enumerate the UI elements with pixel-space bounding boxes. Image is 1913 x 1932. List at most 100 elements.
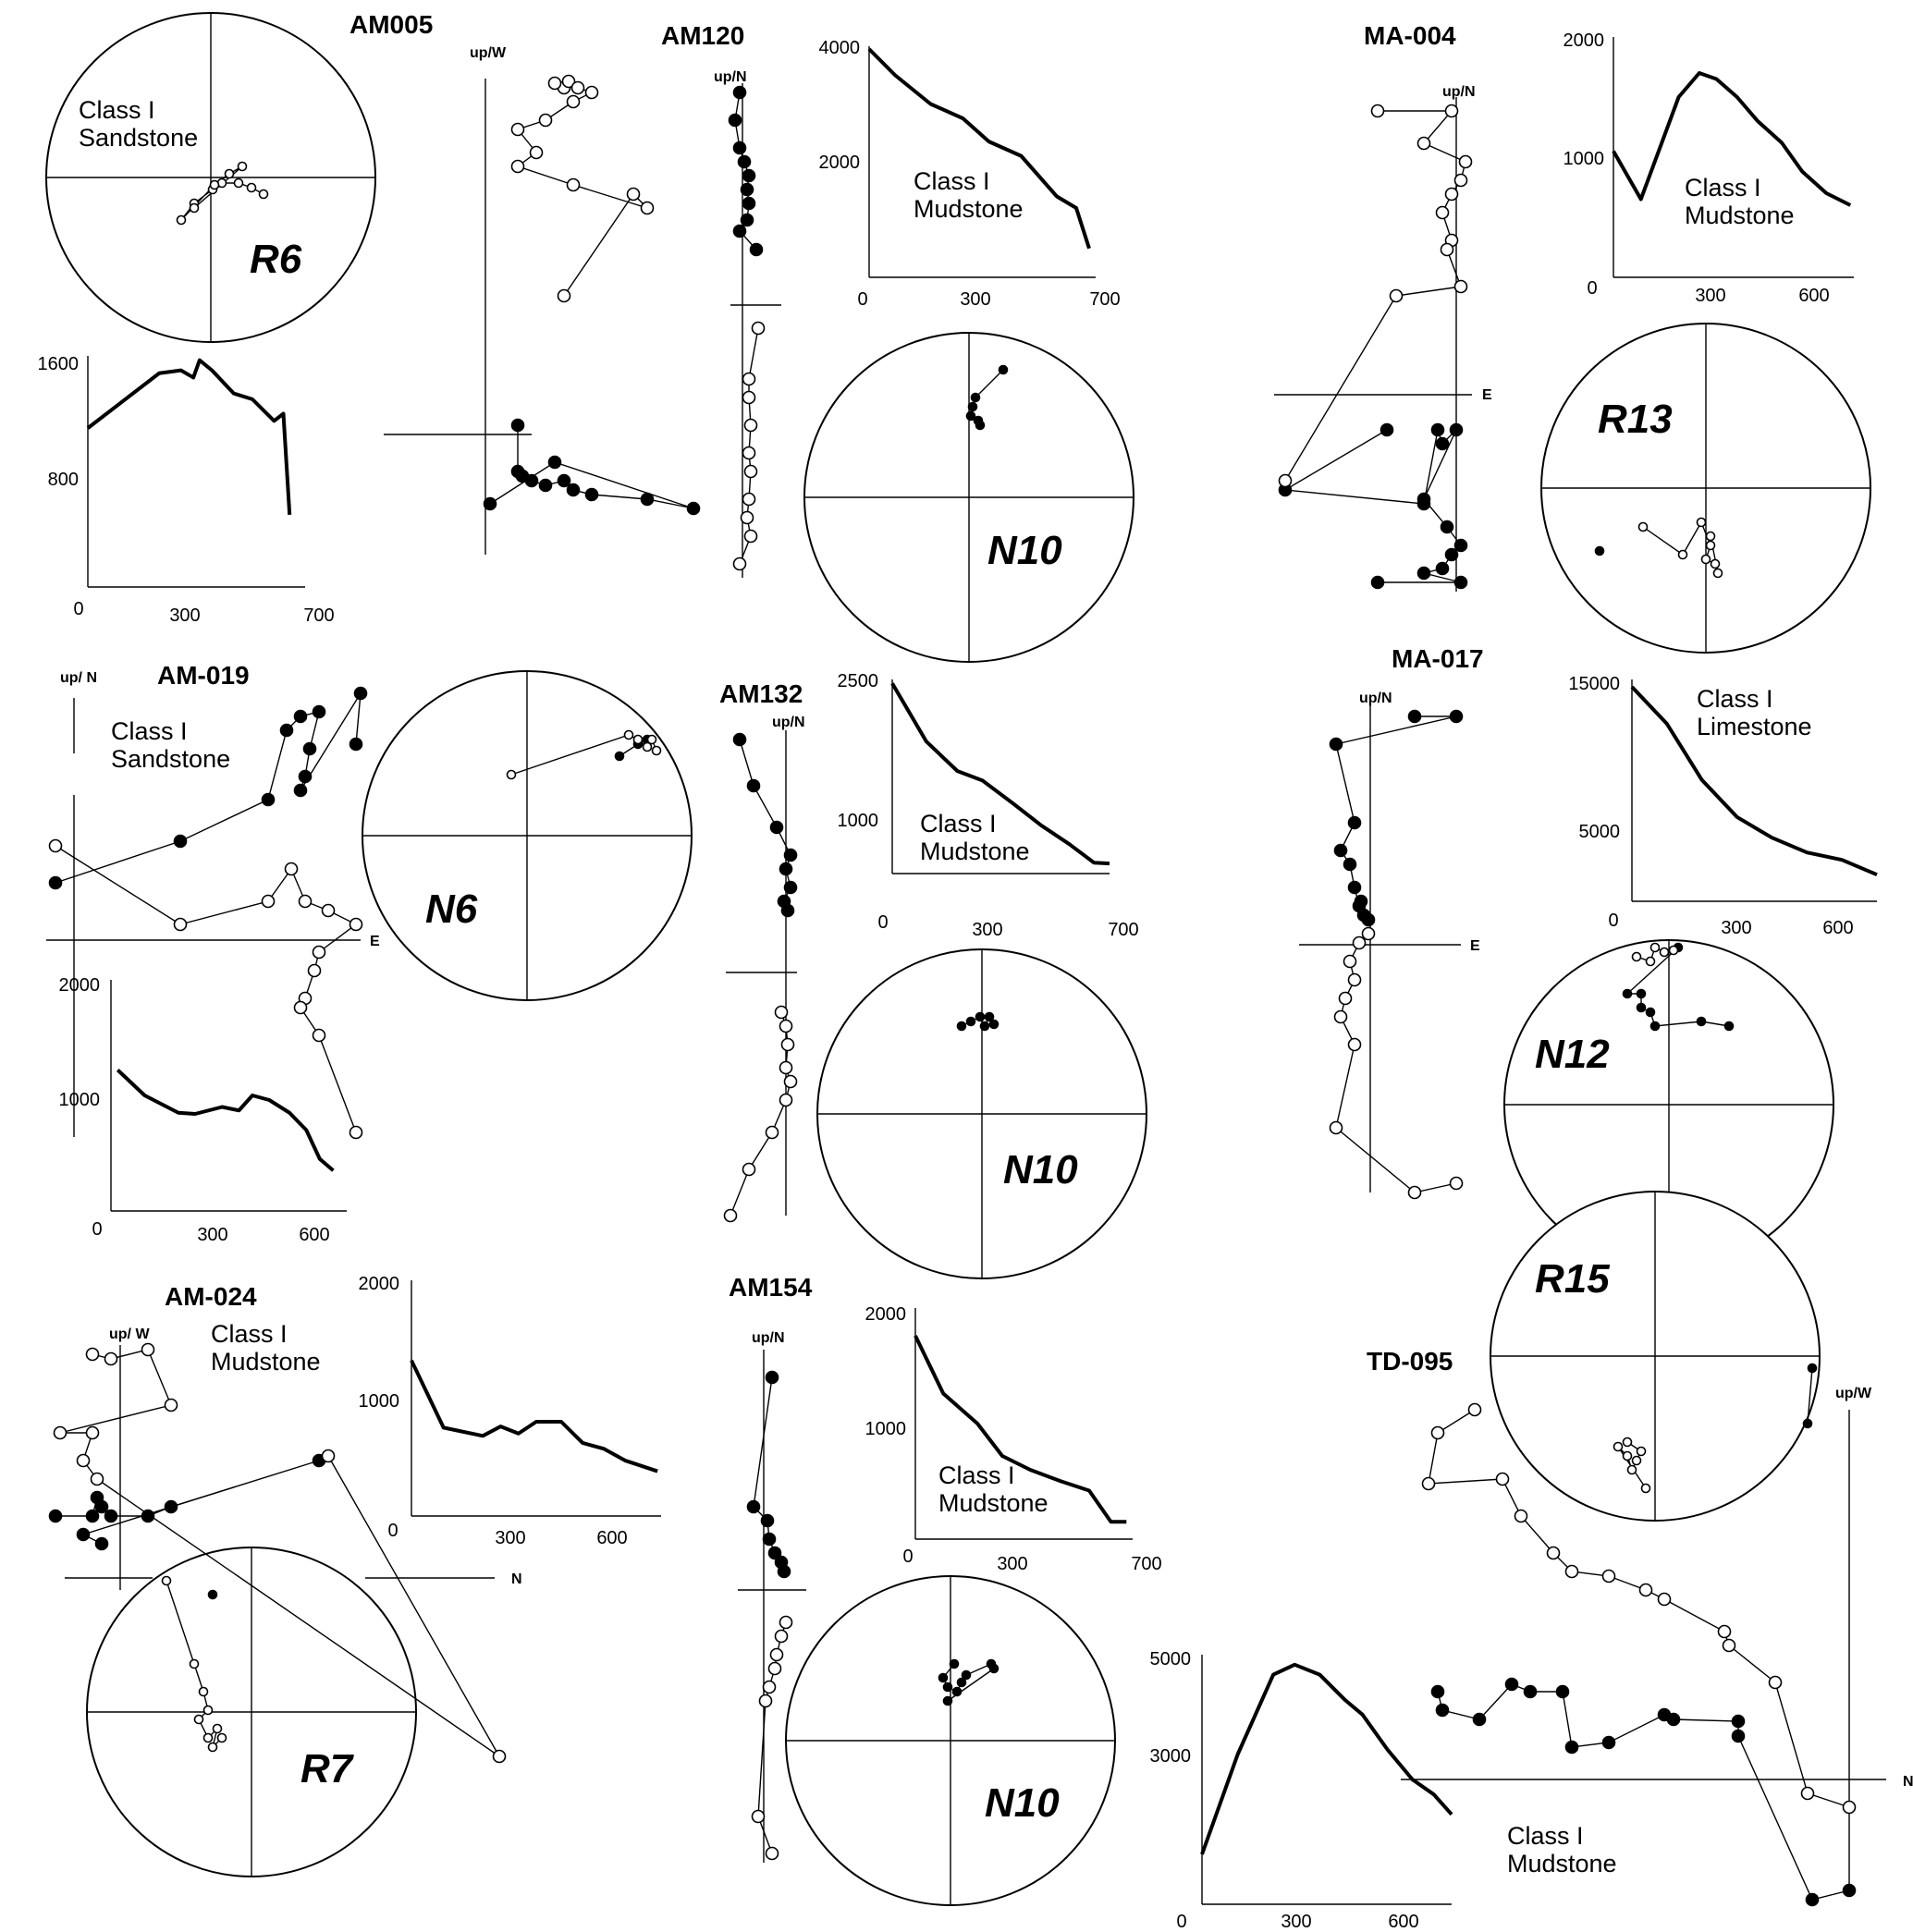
x-tick: 600: [596, 1528, 627, 1548]
lower-hemisphere-path: [1807, 1367, 1813, 1425]
zijderveld-plot: E: [46, 686, 380, 1140]
open-point: [1329, 1120, 1343, 1135]
axis-east-label: E: [1470, 938, 1480, 954]
open-point: [743, 529, 758, 544]
open-point: [307, 963, 322, 978]
open-point: [1710, 558, 1721, 569]
filled-point: [302, 741, 317, 756]
y-tick: 2000: [865, 1304, 907, 1325]
zijderveld-plot: up/N: [738, 1330, 806, 1863]
filled-point: [483, 496, 497, 511]
y-tick: 4000: [819, 38, 861, 58]
open-point: [1613, 1441, 1624, 1452]
filled-point: [293, 709, 308, 724]
y-tick: 1000: [1564, 149, 1605, 169]
x-tick: 600: [1388, 1912, 1418, 1932]
open-point: [1700, 554, 1711, 565]
open-point: [751, 321, 766, 336]
filled-point: [732, 85, 747, 100]
open-point: [1631, 1455, 1642, 1466]
open-point: [1626, 1464, 1637, 1475]
open-point: [104, 1351, 118, 1366]
y-tick: 3000: [1150, 1746, 1192, 1767]
filled-point: [547, 455, 562, 470]
x-tick: 600: [1798, 286, 1829, 306]
axis-north-label: N: [1903, 1774, 1913, 1790]
filled-point: [777, 1564, 791, 1579]
filled-point: [1416, 566, 1431, 581]
filled-point: [1347, 815, 1362, 830]
demag-plot: 1600 800 0 300 700: [38, 354, 335, 626]
filled-point: [783, 880, 798, 895]
filled-point: [298, 769, 313, 784]
filled-point: [1601, 1735, 1616, 1750]
axis-label: up/W: [1835, 1386, 1872, 1401]
y-tick: 1000: [838, 811, 879, 831]
filled-point: [1696, 1016, 1707, 1027]
axis-east-label: E: [370, 934, 380, 949]
open-point: [193, 1714, 204, 1725]
filled-point: [942, 1695, 953, 1706]
class-label: Class I: [211, 1320, 288, 1348]
open-point: [1800, 1786, 1815, 1801]
open-point: [1640, 1483, 1651, 1494]
intensity-decay-curve: [1612, 71, 1852, 207]
filled-point: [732, 141, 747, 155]
stereonet-marks: [938, 1658, 999, 1706]
filled-point: [1449, 422, 1464, 437]
zijderveld-marks: [48, 686, 368, 1140]
filled-point: [742, 168, 756, 183]
filled-point: [141, 1509, 155, 1523]
open-point: [1444, 104, 1459, 118]
open-point: [765, 1846, 779, 1861]
polarity-label: N10: [1003, 1147, 1078, 1192]
open-point: [53, 1425, 67, 1440]
filled-point: [1444, 547, 1459, 562]
open-point: [561, 74, 576, 89]
open-point: [48, 838, 63, 853]
open-point: [1645, 956, 1656, 967]
open-point: [298, 894, 313, 909]
intensity-decay-curve: [86, 358, 292, 515]
y-tick: 15000: [1568, 674, 1620, 694]
zijderveld-plot: up/N: [723, 715, 805, 1223]
open-point: [765, 1125, 779, 1140]
sample-id: AM132: [719, 679, 803, 708]
filled-point: [557, 473, 571, 488]
open-point: [85, 1425, 100, 1440]
open-point: [176, 214, 187, 226]
lithology-label: Sandstone: [111, 745, 230, 773]
open-point: [1347, 1037, 1362, 1052]
stereonet: [1540, 323, 1871, 654]
zijderveld-plot: up/W N: [1401, 1386, 1913, 1907]
filled-point: [975, 420, 986, 431]
open-point: [1638, 1583, 1653, 1597]
filled-point: [1807, 1363, 1818, 1374]
open-point: [1361, 926, 1376, 941]
filled-point: [956, 1677, 967, 1688]
open-point: [1495, 1472, 1510, 1486]
x-tick: 300: [495, 1528, 525, 1548]
x-tick: 300: [169, 605, 200, 626]
filled-point: [740, 182, 754, 197]
open-point: [1389, 288, 1404, 303]
axis-east-label: E: [1482, 387, 1492, 403]
open-point: [1668, 945, 1679, 956]
open-point: [642, 741, 653, 752]
y-tick: 1000: [865, 1419, 907, 1439]
filled-point: [614, 751, 625, 762]
open-point: [76, 1453, 91, 1468]
intensity-decay-curve: [410, 1359, 658, 1473]
open-point: [1453, 279, 1468, 294]
open-point: [1278, 473, 1293, 488]
y-tick: 2000: [1564, 31, 1605, 51]
filled-point: [780, 903, 795, 918]
lithology-label: Mudstone: [920, 838, 1030, 865]
filled-point: [1649, 1021, 1661, 1032]
filled-point: [1731, 1714, 1746, 1729]
intensity-decay-curve: [867, 47, 1091, 250]
open-point: [1717, 1624, 1732, 1639]
demag-plot: 2000 1000 0 300 600: [359, 1274, 661, 1548]
filled-point: [94, 1499, 109, 1514]
x-tick: 0: [92, 1219, 102, 1240]
